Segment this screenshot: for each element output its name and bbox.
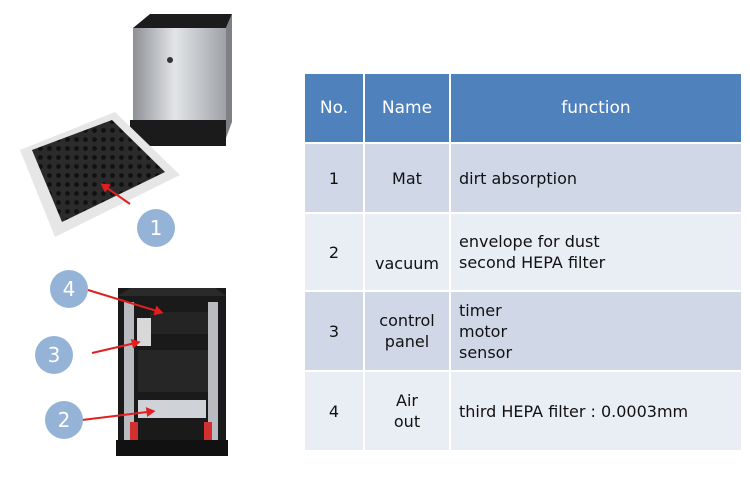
row-function-line: dirt absorption <box>459 168 578 188</box>
row-function-line: second HEPA filter <box>459 253 606 272</box>
product-photos <box>20 14 232 456</box>
row-name-line: control <box>379 311 435 330</box>
component-table: No. Name function 1 Mat dirt absorption … <box>303 72 743 452</box>
row-function: third HEPA filter : 0.0003mm <box>449 370 743 452</box>
row-function-line: motor <box>459 321 508 341</box>
callout-1: 1 <box>137 209 175 247</box>
table-row: 2 vacuum envelope for dust second HEPA f… <box>303 212 743 292</box>
row-no: 3 <box>303 290 365 372</box>
mat-image <box>20 112 180 237</box>
row-name: vacuum <box>363 212 451 292</box>
table-header-row: No. Name function <box>303 72 743 144</box>
vacuum-cabinet-image <box>130 14 232 146</box>
row-function-line: sensor <box>459 342 513 362</box>
row-name: Air out <box>363 370 451 452</box>
row-function-line: third HEPA filter : 0.0003mm <box>459 401 689 421</box>
callout-2: 2 <box>45 401 83 439</box>
row-name-line: Air <box>396 391 418 410</box>
header-no: No. <box>303 72 365 144</box>
product-figure: 1 2 3 4 <box>0 0 300 482</box>
table-row: 4 Air out third HEPA filter : 0.0003mm <box>303 370 743 452</box>
callout-3: 3 <box>35 336 73 374</box>
row-no: 1 <box>303 142 365 214</box>
row-function-line: timer <box>459 300 502 320</box>
row-name-line: vacuum <box>375 254 439 273</box>
row-function: dirt absorption <box>449 142 743 214</box>
open-cabinet-image <box>116 288 228 456</box>
row-no: 4 <box>303 370 365 452</box>
callout-4: 4 <box>50 270 88 308</box>
row-no: 2 <box>303 212 365 292</box>
row-function: envelope for dust second HEPA filter <box>449 212 743 292</box>
table-row: 3 control panel timer motor sensor <box>303 290 743 372</box>
row-name-line: out <box>393 412 421 431</box>
row-name-line: panel <box>384 332 430 351</box>
header-name: Name <box>363 72 451 144</box>
table-row: 1 Mat dirt absorption <box>303 142 743 214</box>
header-function: function <box>449 72 743 144</box>
row-name: control panel <box>363 290 451 372</box>
row-name-line: Mat <box>392 168 422 188</box>
row-name: Mat <box>363 142 451 214</box>
row-function: timer motor sensor <box>449 290 743 372</box>
row-function-line: envelope for dust <box>459 232 600 251</box>
